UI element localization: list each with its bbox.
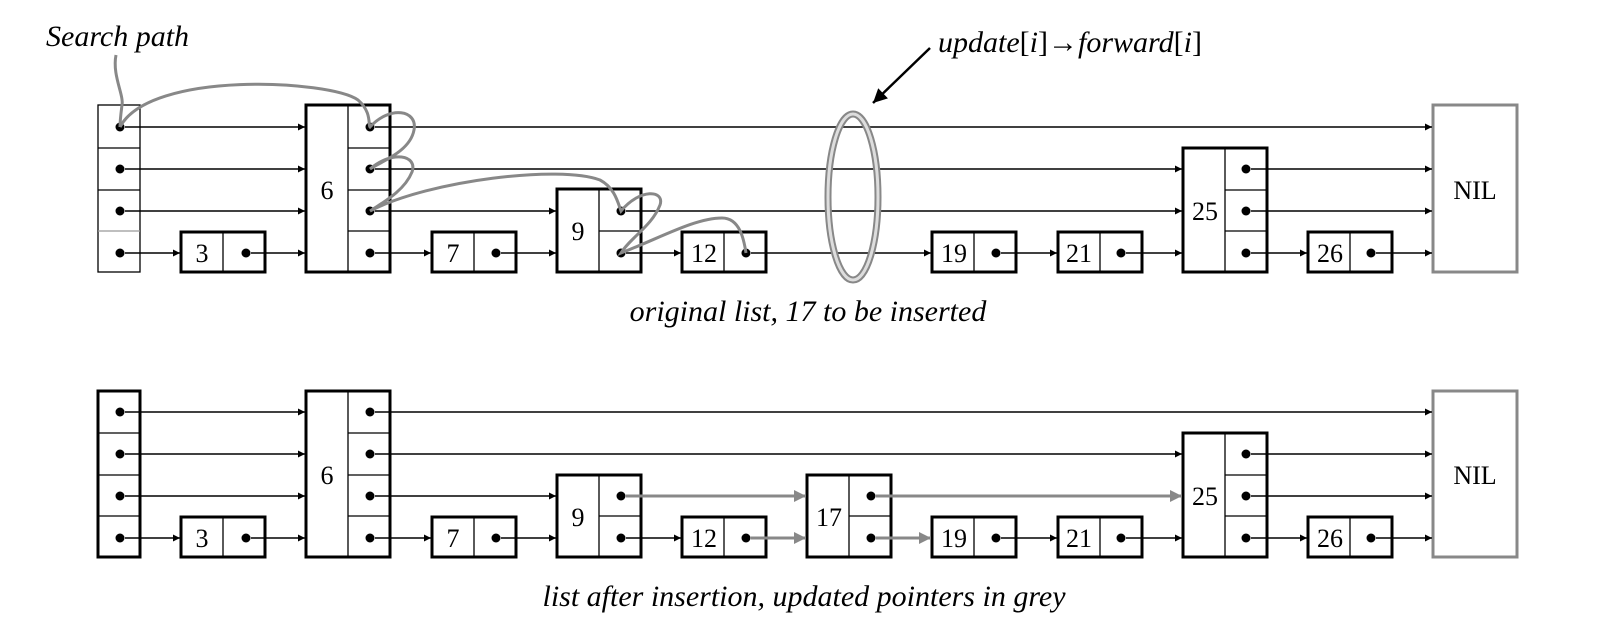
node-key: 9 xyxy=(572,217,585,246)
list-node: 19 xyxy=(930,230,1018,274)
node-key: 7 xyxy=(447,239,460,268)
node-key: 7 xyxy=(447,524,460,553)
list-node: 9 xyxy=(555,187,643,274)
search-path-label: Search path xyxy=(46,20,189,53)
header-node xyxy=(96,389,142,559)
list-node: 6 xyxy=(304,103,392,274)
node-key: 19 xyxy=(941,524,967,553)
node-key: 25 xyxy=(1192,197,1218,226)
list-node: 19 xyxy=(930,515,1018,559)
list-node: 12 xyxy=(680,515,768,559)
node-key: 9 xyxy=(572,503,585,532)
nil-label: NIL xyxy=(1453,176,1496,205)
list-node: 7 xyxy=(430,230,518,274)
node-key: 12 xyxy=(691,524,717,553)
forward-pointers xyxy=(125,123,1432,257)
list-node: 6 xyxy=(304,389,392,559)
node-key: 21 xyxy=(1066,524,1092,553)
caption-original: original list, 17 to be inserted xyxy=(630,295,988,328)
updated-list: 3 6 7 9 xyxy=(96,389,1519,613)
search-path-label-leader xyxy=(113,54,124,128)
update-arrow xyxy=(872,47,931,104)
list-node: 21 xyxy=(1056,515,1144,559)
node-key: 19 xyxy=(941,239,967,268)
list-node: 21 xyxy=(1056,230,1144,274)
node-key: 26 xyxy=(1317,239,1343,268)
list-node: 25 xyxy=(1181,146,1269,274)
list-node: 26 xyxy=(1306,230,1394,274)
list-node: 3 xyxy=(179,515,267,559)
update-ellipse xyxy=(824,110,882,284)
header-node xyxy=(97,104,141,273)
forward-pointers xyxy=(125,408,1432,542)
list-node: 3 xyxy=(179,230,267,274)
update-forward-label: update[i]→forward[i] xyxy=(938,26,1202,59)
inserted-node: 17 xyxy=(805,473,893,559)
list-node: 7 xyxy=(430,515,518,559)
search-path-curve xyxy=(118,82,748,256)
list-node: 9 xyxy=(555,473,643,559)
nil-node: NIL xyxy=(1431,103,1519,274)
nil-node: NIL xyxy=(1431,389,1519,559)
node-key: 12 xyxy=(691,239,717,268)
node-key: 21 xyxy=(1066,239,1092,268)
node-key: 6 xyxy=(321,176,334,205)
nil-label: NIL xyxy=(1453,461,1496,490)
node-key: 26 xyxy=(1317,524,1343,553)
list-node: 12 xyxy=(680,230,768,274)
node-key: 17 xyxy=(816,503,842,532)
node-key: 25 xyxy=(1192,482,1218,511)
node-key: 6 xyxy=(321,461,334,490)
node-key: 3 xyxy=(196,524,209,553)
node-key: 3 xyxy=(196,239,209,268)
list-node: 25 xyxy=(1181,431,1269,559)
caption-updated: list after insertion, updated pointers i… xyxy=(542,580,1066,613)
original-list: 3 6 7 9 xyxy=(46,20,1519,328)
list-node: 26 xyxy=(1306,515,1394,559)
updated-pointers xyxy=(626,490,1182,544)
